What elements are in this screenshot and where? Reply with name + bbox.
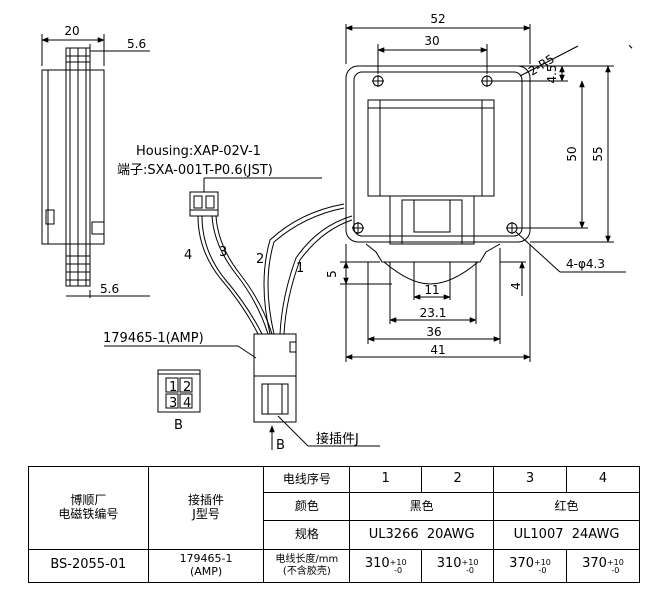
dim-5: 5 <box>325 270 339 278</box>
col-header-connector: 接插件 J型号 <box>147 466 265 550</box>
dim-slot-width: 11 <box>424 283 439 297</box>
pin-1: 1 <box>169 380 177 395</box>
side-flange-dim-top: 5.6 <box>127 37 146 51</box>
row-label-wire-number: 电线序号 <box>263 465 351 494</box>
wire-number-4: 4 <box>566 465 640 494</box>
dim-23-1: 23.1 <box>420 306 447 320</box>
front-view <box>340 24 626 362</box>
spec-red-wire: UL1007 24AWG <box>493 520 640 550</box>
arrow-b-label: B <box>276 438 285 453</box>
row-label-spec: 规格 <box>263 520 351 550</box>
dim-mounting-holes: 4-φ4.3 <box>566 257 605 271</box>
length-wire-4: 370+10-0 <box>566 548 640 584</box>
wire-number-2: 2 <box>421 465 495 494</box>
wire-harness <box>104 177 380 450</box>
dim-overall-height: 55 <box>591 146 605 161</box>
dim-hole-spacing-width: 30 <box>424 34 439 48</box>
pin-3: 3 <box>169 396 177 411</box>
solenoid-drawing: 20 5.6 5.6 <box>41 12 641 453</box>
length-wire-3: 370+10-0 <box>493 548 567 584</box>
view-b-label: B <box>174 418 183 433</box>
wire-number-3: 3 <box>493 465 567 494</box>
pin-2: 2 <box>183 380 191 395</box>
dim-4: 4 <box>509 282 523 290</box>
side-width-dim: 20 <box>64 24 79 38</box>
part-number: BS-2055-01 <box>28 548 149 584</box>
spec-black-wire: UL3266 20AWG <box>349 520 495 550</box>
col-header-part-number: 博顺厂 电磁铁编号 <box>28 466 149 550</box>
dim-hole-offset: 4.5 <box>545 64 559 83</box>
dim-41: 41 <box>430 343 445 357</box>
side-flange-dim-bottom: 5.6 <box>100 282 119 296</box>
wire-label-4: 4 <box>184 248 192 263</box>
pin-4: 4 <box>183 396 191 411</box>
color-black: 黑色 <box>349 492 495 522</box>
terminal-label: 端子:SXA-001T-P0.6(JST) <box>117 163 273 178</box>
corner-mark: 、 <box>628 37 641 52</box>
wire-label-2: 2 <box>256 252 264 267</box>
side-view <box>41 34 150 298</box>
dim-hole-spacing-height: 50 <box>565 146 579 161</box>
row-label-length: 电线长度/mm (不含胶壳) <box>263 548 351 584</box>
wire-label-3: 3 <box>219 245 227 260</box>
dim-36: 36 <box>426 325 441 339</box>
wire-label-1: 1 <box>296 261 304 276</box>
row-label-color: 颜色 <box>263 492 351 522</box>
wire-number-1: 1 <box>349 465 423 494</box>
spec-table: 博顺厂 电磁铁编号 接插件 J型号 电线序号 1 2 3 4 颜色 黑色 红色 … <box>28 465 640 584</box>
dim-overall-width: 52 <box>430 12 445 26</box>
length-wire-2: 310+10-0 <box>421 548 495 584</box>
amp-label: 179465-1(AMP) <box>103 331 204 346</box>
housing-label: Housing:XAP-02V-1 <box>136 144 261 159</box>
color-red: 红色 <box>493 492 640 522</box>
length-wire-1: 310+10-0 <box>349 548 423 584</box>
connector-j-label: 接插件J <box>316 431 359 447</box>
connector-model: 179465-1 (AMP) <box>147 548 265 584</box>
